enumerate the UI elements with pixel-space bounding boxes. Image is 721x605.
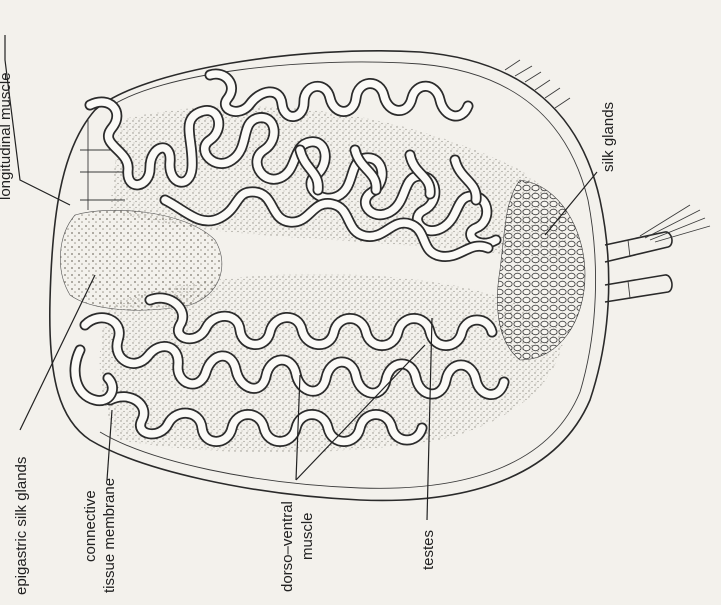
spinnerets bbox=[605, 205, 710, 302]
label-longitudinal-muscle: longitudinal muscle bbox=[0, 72, 14, 200]
leader-longitudinal-muscle bbox=[5, 35, 70, 205]
label-silk-glands: silk glands bbox=[600, 102, 617, 172]
label-dorso-ventral-line2: muscle bbox=[299, 512, 316, 560]
label-epigastric-silk-glands: epigastric silk glands bbox=[13, 457, 30, 595]
bristles bbox=[505, 60, 570, 108]
label-connective-line1: connective bbox=[82, 490, 99, 562]
label-testes: testes bbox=[420, 530, 437, 570]
label-dorso-ventral-line1: dorso–ventral bbox=[279, 501, 296, 592]
silk-glands-cluster bbox=[497, 180, 585, 360]
leader-connective bbox=[107, 410, 112, 480]
label-connective-line2: tissue membrane bbox=[101, 478, 118, 593]
